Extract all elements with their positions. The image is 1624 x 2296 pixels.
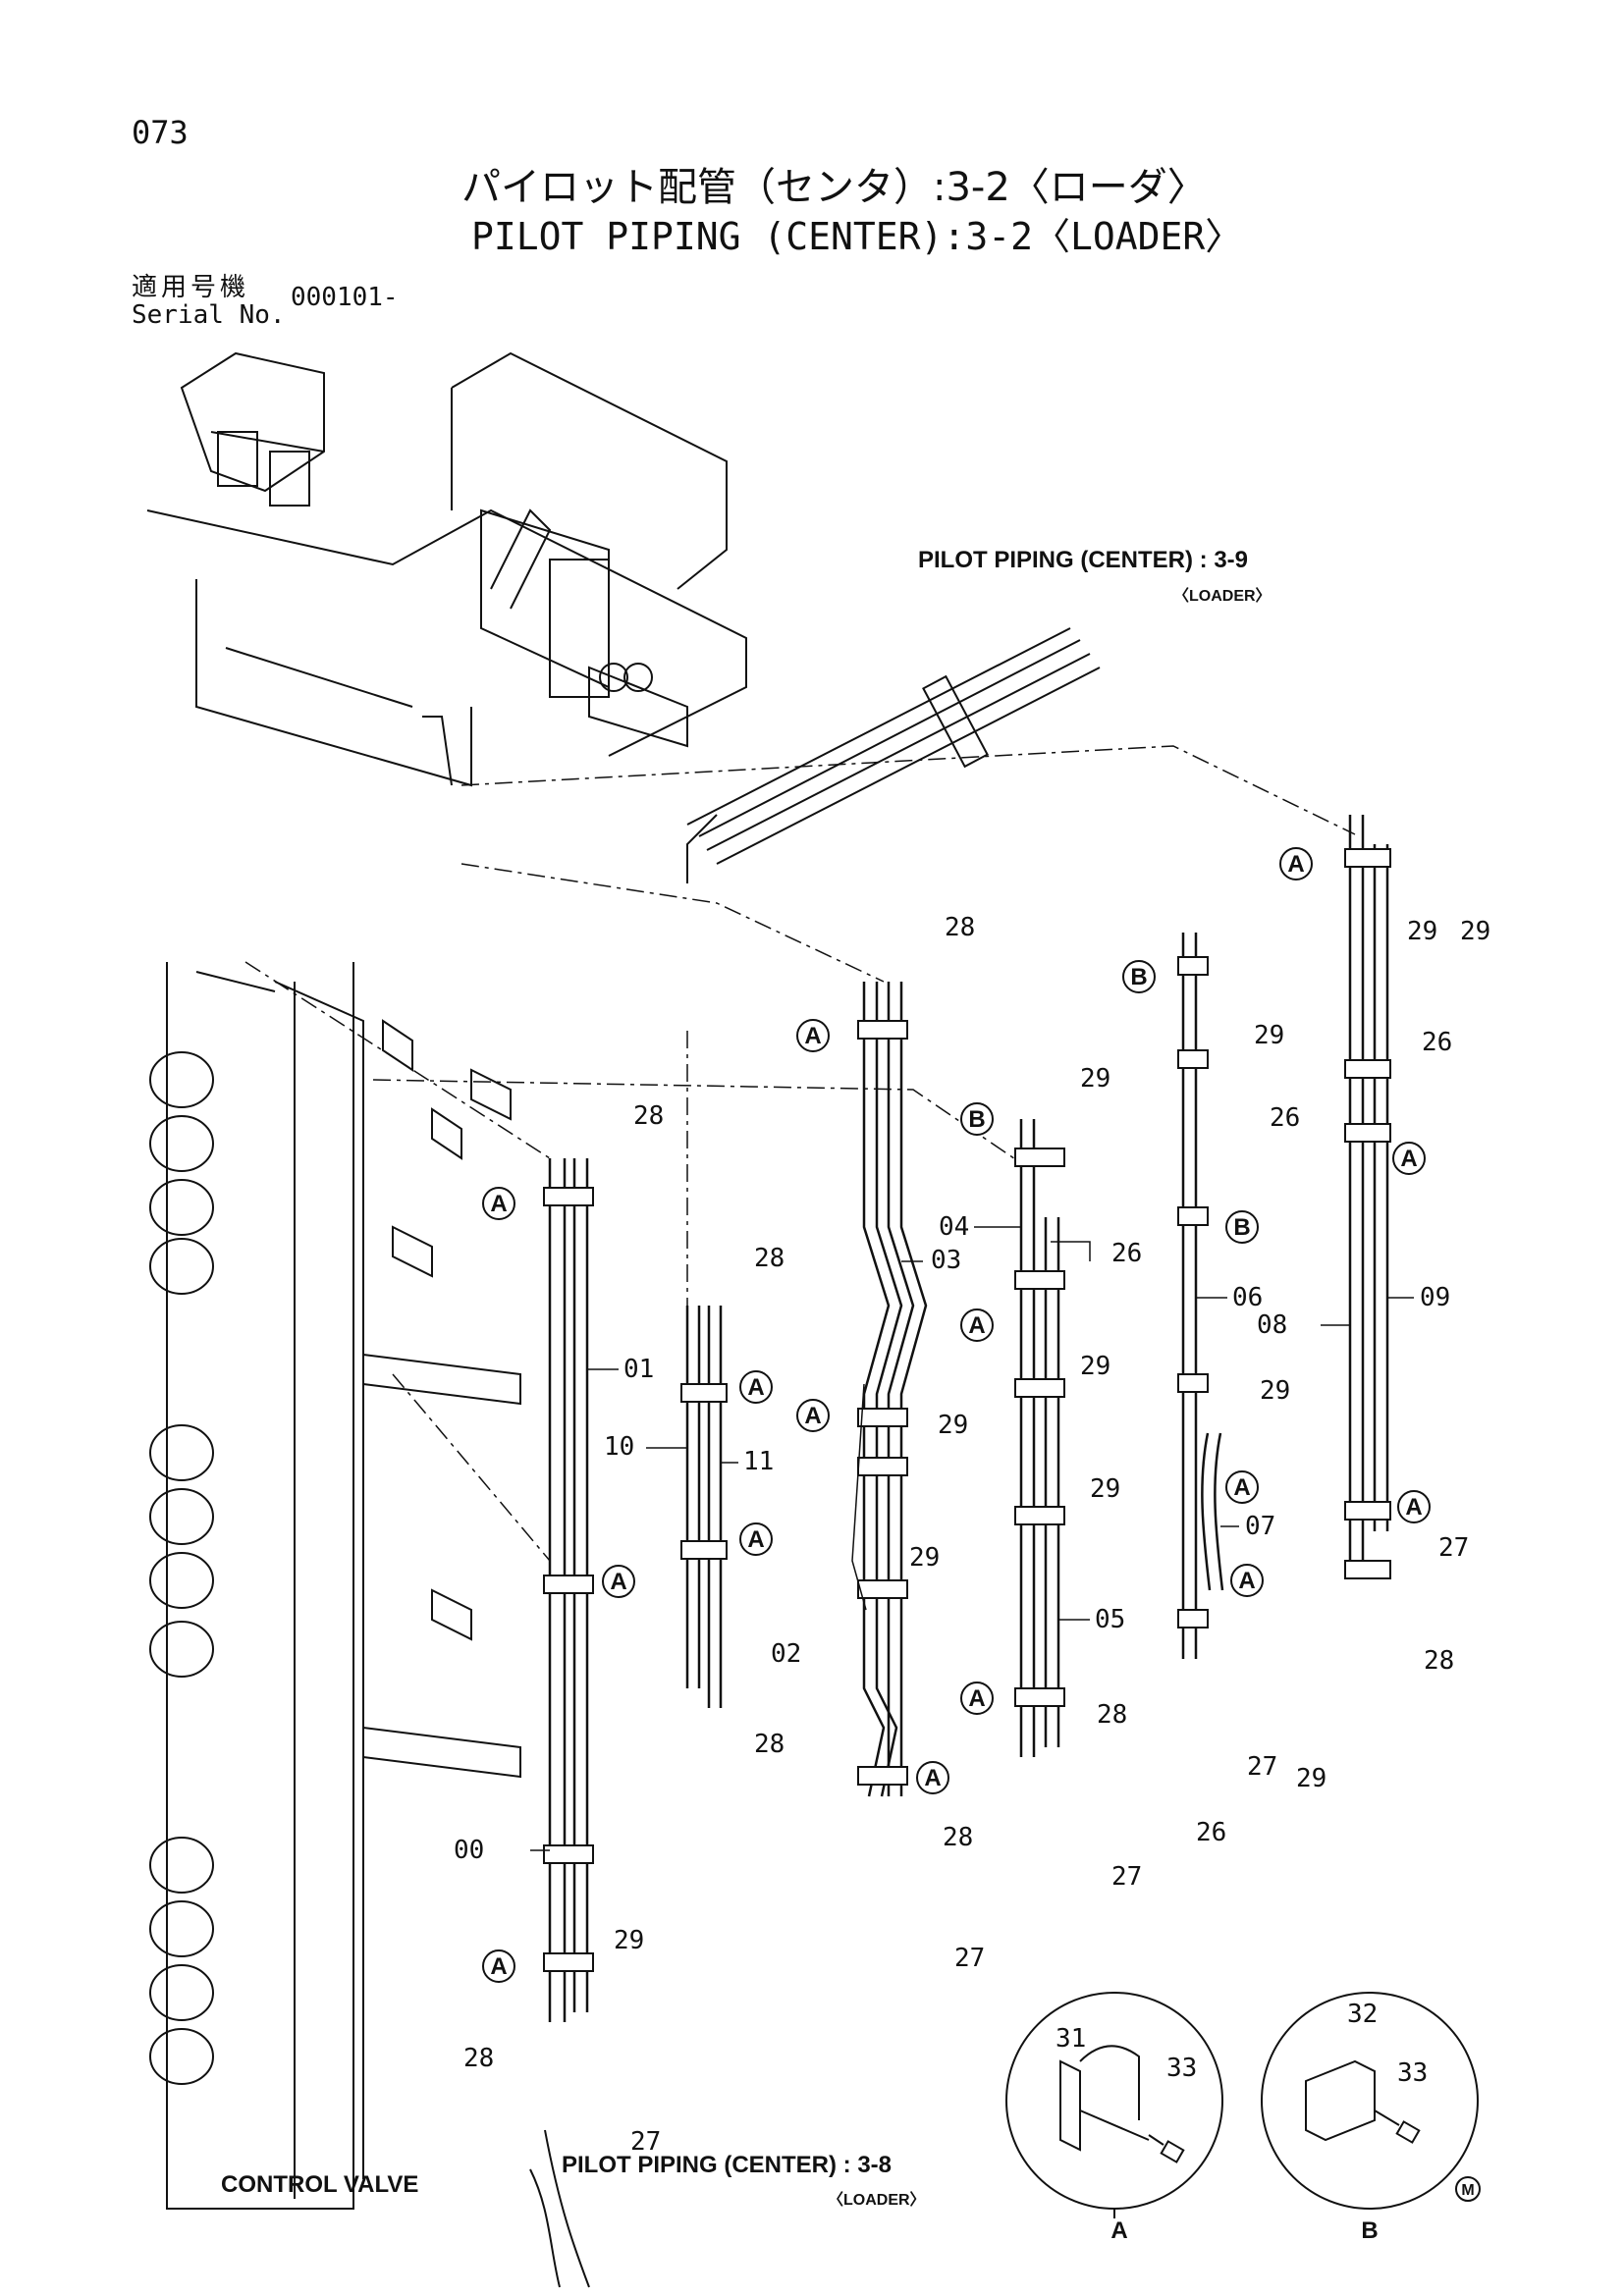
part-05: 05 xyxy=(1095,1605,1125,1634)
callout-a: A xyxy=(968,1312,985,1339)
part-26: 26 xyxy=(1196,1818,1226,1847)
part-27: 27 xyxy=(1111,1862,1142,1892)
callout-a: A xyxy=(924,1765,941,1791)
part-09: 09 xyxy=(1420,1283,1450,1312)
detail-a-label: A xyxy=(1110,2217,1127,2244)
part-26: 26 xyxy=(1422,1028,1452,1057)
part-29: 29 xyxy=(1090,1474,1120,1504)
callout-markers: A A A A A A A A B A A B B A A A A A M xyxy=(482,847,1481,2202)
callout-a: A xyxy=(804,1403,821,1429)
part-00: 00 xyxy=(454,1836,484,1865)
part-02: 02 xyxy=(771,1639,801,1669)
part-29: 29 xyxy=(1407,917,1437,946)
part-33: 33 xyxy=(1166,2054,1197,2083)
serial-label-japanese: 適用号機 xyxy=(132,273,250,302)
part-08: 08 xyxy=(1257,1310,1287,1340)
machine-overview-drawing xyxy=(146,351,747,787)
callout-a: A xyxy=(490,1953,507,1980)
callout-a: A xyxy=(610,1569,626,1595)
part-27: 27 xyxy=(954,1944,985,1973)
hose-bundle xyxy=(686,627,1101,883)
title-japanese: パイロット配管（センタ）:3-2〈ローダ〉 xyxy=(461,165,1207,210)
part-29: 29 xyxy=(909,1543,940,1573)
pipes xyxy=(548,815,1389,2022)
page-number: 073 xyxy=(132,114,189,151)
part-26: 26 xyxy=(1270,1103,1300,1133)
title-english: PILOT PIPING (CENTER):3-2〈LOADER〉 xyxy=(471,215,1243,258)
part-29: 29 xyxy=(614,1926,644,1955)
callout-a: A xyxy=(804,1023,821,1049)
callout-a: A xyxy=(747,1374,764,1401)
serial-value: 000101- xyxy=(291,283,399,312)
part-29: 29 xyxy=(1080,1064,1110,1094)
reference-3-8: PILOT PIPING (CENTER) : 3-8 xyxy=(562,2152,892,2178)
m-mark: M xyxy=(1461,2182,1474,2199)
part-28: 28 xyxy=(463,2044,494,2073)
serial-label-english: Serial No. xyxy=(132,300,286,330)
callout-b: B xyxy=(1130,964,1147,990)
part-labels: 00 01 02 03 04 05 06 07 08 09 10 11 26 2… xyxy=(454,913,1490,2157)
part-01: 01 xyxy=(623,1355,654,1384)
part-28: 28 xyxy=(1097,1700,1127,1730)
callout-a: A xyxy=(1287,851,1304,878)
detail-circle-a xyxy=(1005,1992,1223,2210)
callout-b: B xyxy=(1233,1214,1250,1241)
part-27: 27 xyxy=(1247,1752,1277,1782)
part-29: 29 xyxy=(1080,1352,1110,1381)
callout-a: A xyxy=(747,1526,764,1553)
reference-3-9: PILOT PIPING (CENTER) : 3-9 xyxy=(918,547,1248,573)
part-29: 29 xyxy=(1260,1376,1290,1406)
part-29: 29 xyxy=(1460,917,1490,946)
reference-3-9-sub: 〈LOADER〉 xyxy=(1173,587,1272,605)
part-29: 29 xyxy=(1254,1021,1284,1050)
part-07: 07 xyxy=(1245,1512,1275,1541)
part-29: 29 xyxy=(938,1411,968,1440)
callout-a: A xyxy=(1238,1568,1255,1594)
part-28: 28 xyxy=(1424,1646,1454,1676)
part-10: 10 xyxy=(604,1432,634,1462)
part-04: 04 xyxy=(939,1212,969,1242)
fittings xyxy=(543,848,1391,1972)
callout-a: A xyxy=(490,1191,507,1217)
control-valve-label: CONTROL VALVE xyxy=(221,2171,418,2198)
part-27: 27 xyxy=(1438,1533,1469,1563)
detail-b-block xyxy=(1305,2059,1421,2144)
callout-a: A xyxy=(968,1685,985,1712)
callout-a: A xyxy=(1405,1494,1422,1521)
detail-b-label: B xyxy=(1361,2217,1378,2244)
part-leaders xyxy=(530,1226,1414,1851)
part-06: 06 xyxy=(1232,1283,1263,1312)
detail-a-clamp xyxy=(1059,2045,1185,2163)
part-28: 28 xyxy=(754,1244,785,1273)
part-32: 32 xyxy=(1347,2000,1378,2029)
part-26: 26 xyxy=(1111,1239,1142,1268)
part-28: 28 xyxy=(633,1101,664,1131)
part-28: 28 xyxy=(943,1823,973,1852)
part-29: 29 xyxy=(1296,1764,1326,1793)
reference-3-8-sub: 〈LOADER〉 xyxy=(828,2191,926,2209)
detail-circle-b xyxy=(1261,1992,1479,2210)
part-33: 33 xyxy=(1397,2058,1428,2088)
part-28: 28 xyxy=(945,913,975,942)
callout-a: A xyxy=(1233,1474,1250,1501)
callout-b: B xyxy=(968,1106,985,1133)
leader-lines xyxy=(244,745,1356,1562)
part-03: 03 xyxy=(931,1246,961,1275)
callout-a: A xyxy=(1400,1146,1417,1172)
control-valve-drawing xyxy=(149,962,590,2288)
part-11: 11 xyxy=(743,1447,774,1476)
part-28: 28 xyxy=(754,1730,785,1759)
part-31: 31 xyxy=(1056,2024,1086,2054)
part-27: 27 xyxy=(630,2127,661,2157)
